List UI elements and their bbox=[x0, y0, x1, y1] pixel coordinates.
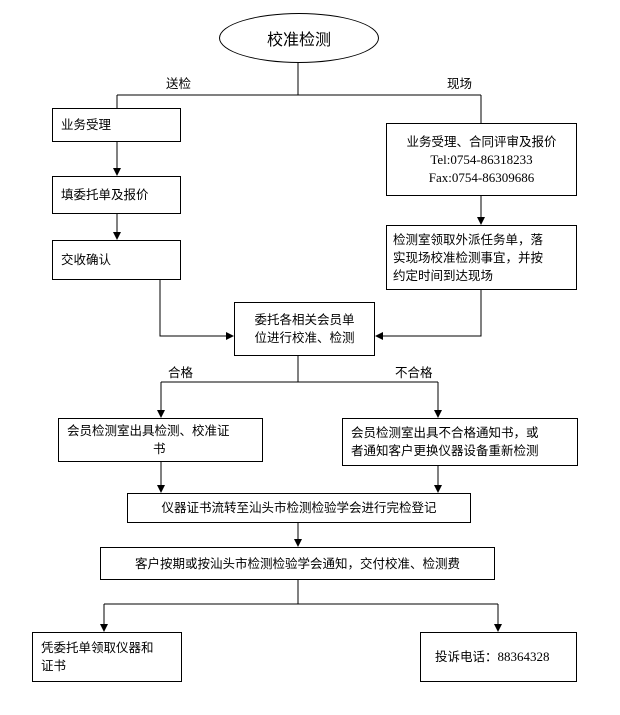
complaint-hotline-box: 投诉电话： 88364328 bbox=[420, 632, 577, 682]
step-handover-confirm: 交收确认 bbox=[52, 240, 181, 280]
arrow-left-to-merge bbox=[159, 280, 234, 340]
onsite-fax: Fax:0754-86309686 bbox=[428, 169, 535, 185]
issue-certificate-line-1: 会员检测室出具检测、校准证 bbox=[67, 423, 230, 438]
step-dispatch-task: 检测室领取外派任务单，落 实现场校准检测事宜，并按 约定时间到达现场 bbox=[386, 225, 577, 290]
branch-label-send: 送检 bbox=[166, 76, 192, 91]
delegate-members-line-2: 位进行校准、检测 bbox=[254, 330, 355, 345]
certificate-registration-label: 仪器证书流转至汕头市检测检验学会进行完检登记 bbox=[161, 500, 437, 515]
branch-label-fail: 不合格 bbox=[395, 365, 433, 380]
step-fill-order-quote-label: 填委托单及报价 bbox=[61, 187, 149, 202]
arrow-right-to-merge bbox=[375, 290, 482, 340]
onsite-telephone: Tel:0754-86318233 bbox=[430, 151, 533, 167]
step-onsite-acceptance: 业务受理、合同评审及报价 Tel:0754-86318233 Fax:0754-… bbox=[386, 123, 577, 196]
branch-label-onsite: 现场 bbox=[447, 76, 473, 91]
step-payment-notice: 客户按期或按汕头市检测检验学会通知，交付校准、检测费 bbox=[100, 547, 495, 580]
step-fill-order-quote: 填委托单及报价 bbox=[52, 176, 181, 214]
collect-instrument-line-2: 证书 bbox=[41, 658, 67, 673]
step-issue-failure-notice: 会员检测室出具不合格通知书，或 者通知客户更换仪器设备重新检测 bbox=[342, 418, 578, 466]
branch-label-pass: 合格 bbox=[168, 365, 194, 380]
step-delegate-members: 委托各相关会员单 位进行校准、检测 bbox=[234, 302, 375, 356]
failure-notice-line-2: 者通知客户更换仪器设备重新检测 bbox=[351, 443, 539, 458]
step-certificate-registration: 仪器证书流转至汕头市检测检验学会进行完检登记 bbox=[127, 493, 471, 523]
onsite-acceptance-title: 业务受理、合同评审及报价 bbox=[406, 133, 557, 149]
complaint-hotline-label: 投诉电话： bbox=[435, 649, 498, 664]
complaint-hotline-number: 88364328 bbox=[497, 649, 550, 664]
payment-notice-label: 客户按期或按汕头市检测检验学会通知，交付校准、检测费 bbox=[134, 555, 460, 571]
step-business-acceptance-label: 业务受理 bbox=[61, 117, 112, 132]
start-node-label: 校准检测 bbox=[266, 30, 331, 49]
step-business-acceptance: 业务受理 bbox=[52, 108, 181, 142]
failure-notice-line-1: 会员检测室出具不合格通知书，或 bbox=[351, 425, 539, 440]
issue-certificate-line-2: 书 bbox=[153, 441, 166, 456]
collect-instrument-line-1: 凭委托单领取仪器和 bbox=[41, 640, 154, 655]
dispatch-task-line-2: 实现场校准检测事宜，并按 bbox=[393, 249, 544, 265]
dispatch-task-line-1: 检测室领取外派任务单，落 bbox=[393, 231, 544, 247]
step-issue-certificate: 会员检测室出具检测、校准证 书 bbox=[58, 418, 263, 462]
delegate-members-line-1: 委托各相关会员单 bbox=[254, 312, 355, 327]
start-node: 校准检测 bbox=[219, 13, 379, 63]
dispatch-task-line-3: 约定时间到达现场 bbox=[393, 267, 494, 283]
step-collect-instrument: 凭委托单领取仪器和 证书 bbox=[32, 632, 182, 682]
step-handover-confirm-label: 交收确认 bbox=[61, 252, 112, 267]
